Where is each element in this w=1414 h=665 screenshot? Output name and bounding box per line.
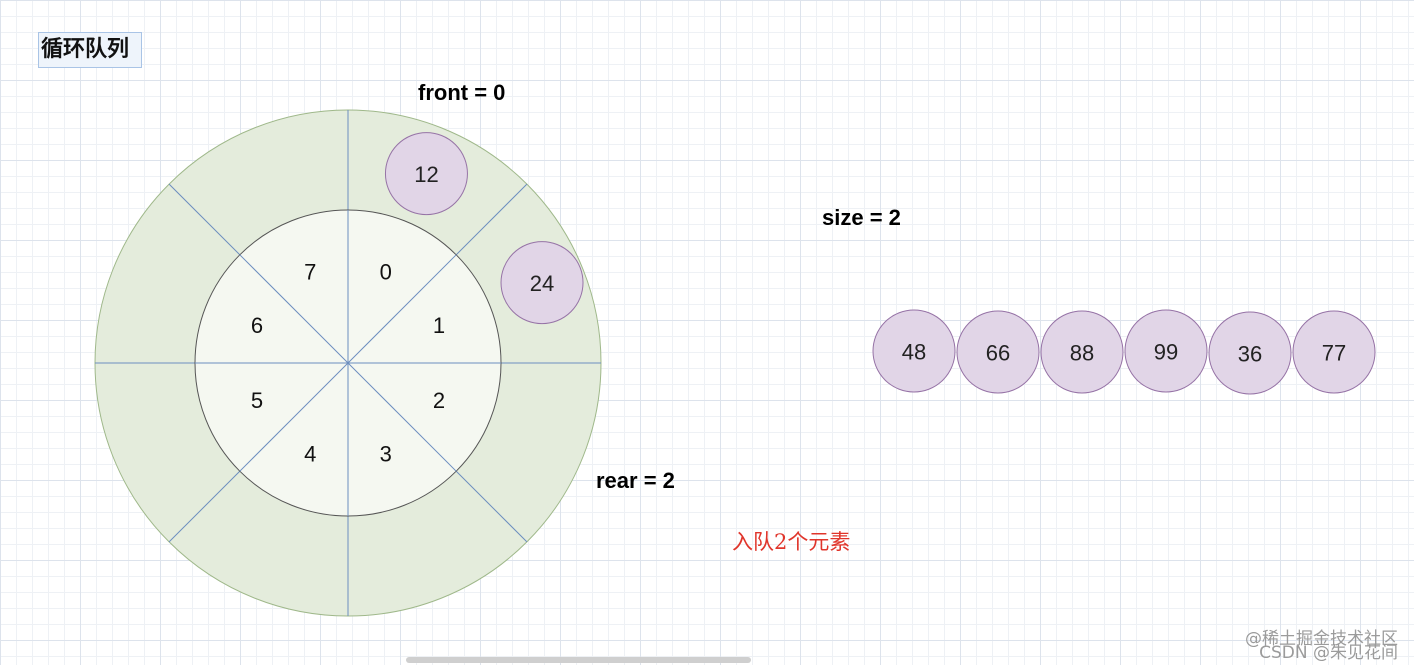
pending-element-48-label: 48 [902, 340, 926, 365]
pending-element-66-label: 66 [986, 341, 1010, 366]
slot-index-0: 0 [380, 259, 392, 284]
pending-element-36-label: 36 [1238, 342, 1262, 367]
front-pointer-label: front = 0 [418, 80, 506, 105]
queued-element-12-label: 12 [414, 162, 438, 187]
pending-element-99-label: 99 [1154, 340, 1178, 365]
enqueue-note: 入队2个元素 [732, 530, 851, 554]
page-title: 循环队列 [38, 32, 142, 68]
queued-element-24-circle [500, 241, 584, 325]
watermark-juejin: @稀土掘金技术社区 [1245, 629, 1398, 649]
slot-index-5: 5 [251, 388, 263, 413]
pending-element-77-circle [1292, 310, 1376, 394]
pending-element-77-label: 77 [1322, 341, 1346, 366]
pending-element-88-circle [1040, 310, 1124, 394]
inner-divider-line [239, 254, 457, 472]
pending-element-48-circle [872, 309, 956, 393]
pending-element-66-circle [956, 310, 1040, 394]
pending-element-36-circle [1208, 311, 1292, 395]
slot-index-6: 6 [251, 313, 263, 338]
inner-slot-dividers [195, 210, 501, 516]
slot-index-3: 3 [380, 442, 392, 467]
queued-elements: 12 24 [384, 132, 584, 325]
queued-element-12-circle [384, 132, 468, 216]
rear-pointer-label: rear = 2 [596, 468, 675, 493]
slot-index-1: 1 [433, 313, 445, 338]
horizontal-scrollbar[interactable] [406, 657, 751, 663]
slot-index-4: 4 [304, 442, 316, 467]
slot-index-2: 2 [433, 388, 445, 413]
pending-element-88-label: 88 [1070, 341, 1094, 366]
pending-elements: 48 66 88 99 36 77 [872, 309, 1376, 395]
queued-element-24-label: 24 [530, 271, 554, 296]
slot-indices: 0 1 2 3 4 5 6 7 [251, 259, 445, 466]
watermark-csdn: CSDN @朱见花间 [1259, 643, 1398, 663]
size-label: size = 2 [822, 205, 901, 230]
slot-index-7: 7 [304, 259, 316, 284]
pending-element-99-circle [1124, 309, 1208, 393]
